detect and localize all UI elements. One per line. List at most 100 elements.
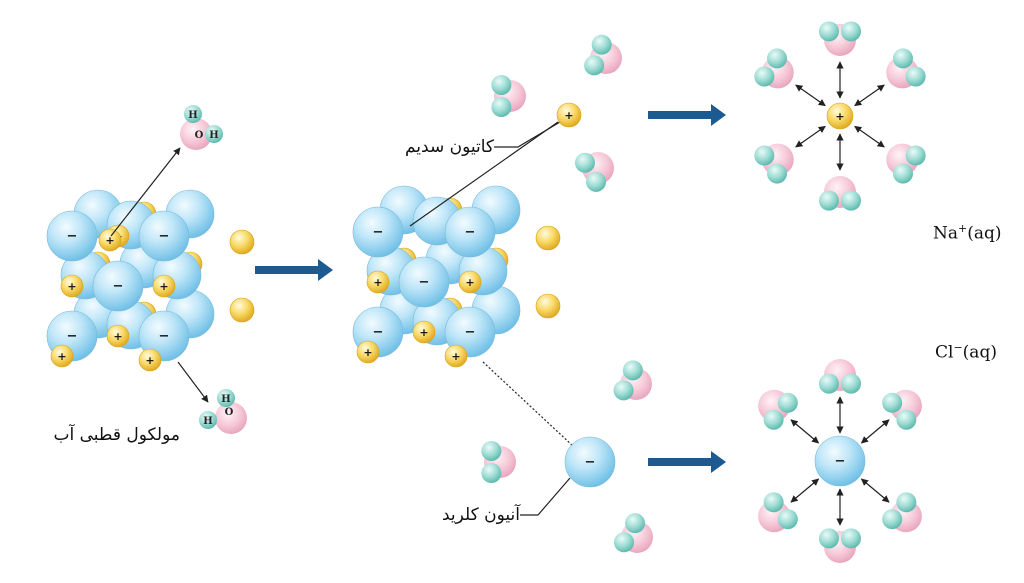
attraction-arrow <box>795 84 826 107</box>
water-attach-arrow-top <box>110 147 181 237</box>
water-molecule <box>818 359 862 394</box>
hydrogen-atom <box>896 492 917 513</box>
water-molecule <box>754 48 794 89</box>
hydrogen-atom <box>754 145 775 166</box>
sodium-ion <box>229 297 255 323</box>
chloride-ion <box>46 210 98 262</box>
hydrogen-atom <box>491 97 512 118</box>
sodium-ion <box>138 348 162 372</box>
water-molecule <box>491 74 526 118</box>
attraction-arrow <box>854 84 885 107</box>
hydrogen-atom <box>905 66 926 87</box>
sodium-ion <box>412 320 436 344</box>
anion-label-leader <box>520 477 571 516</box>
water-molecule <box>758 389 798 430</box>
water-molecule <box>886 48 926 89</box>
hydrogen-atom <box>184 105 202 123</box>
water-molecule-label: مولکول قطبی آب <box>53 425 181 445</box>
cation-sign: + <box>465 276 474 289</box>
cation-leave-line <box>409 121 559 227</box>
oxygen-atom <box>215 402 247 434</box>
hydrogen-atom <box>882 509 903 530</box>
sodium-ion <box>444 344 468 368</box>
process-arrow-2 <box>648 104 726 126</box>
anion-sign: − <box>113 279 124 294</box>
anion-sign: − <box>159 229 170 244</box>
hydrogen-atom <box>625 513 646 534</box>
hydrogen-atom <box>199 411 217 429</box>
water-molecule <box>886 143 926 184</box>
hydrogen-atom <box>896 409 917 430</box>
water-attach-arrow-bottom <box>177 361 209 403</box>
cl-charge: − <box>953 341 963 354</box>
hydrogen-atom <box>841 528 862 549</box>
atom-symbol: H <box>221 394 230 405</box>
sodium-ion <box>60 274 84 298</box>
attraction-arrow <box>854 125 885 148</box>
cation-sign: + <box>564 109 573 122</box>
cation-sign: + <box>105 234 114 247</box>
chloride-ion <box>138 210 190 262</box>
chloride-ion <box>444 206 496 258</box>
cation-sign: + <box>145 354 154 367</box>
hydrogen-atom <box>841 190 862 211</box>
anion-sign: − <box>835 454 846 469</box>
attraction-arrow <box>790 419 820 444</box>
cation-sign: + <box>159 280 168 293</box>
water-molecule <box>614 513 653 553</box>
water-molecule <box>882 492 922 533</box>
hydrogen-atom <box>818 373 839 394</box>
hydrogen-atom <box>777 392 798 413</box>
hydrogen-atom <box>614 532 635 553</box>
hydrogen-atom <box>481 463 502 484</box>
na-symbol: Na <box>933 223 959 244</box>
hydrogen-atom <box>892 163 913 184</box>
hydrated-chloride-ion: − <box>758 359 922 563</box>
chloride-ion <box>138 310 190 362</box>
anion-sign: − <box>67 229 78 244</box>
water-molecule <box>481 440 516 484</box>
chloride-ion <box>564 436 616 488</box>
hydrogen-atom <box>591 34 612 55</box>
cation-sign: + <box>835 110 844 123</box>
atom-symbol: O <box>195 130 204 141</box>
hydrogen-atom <box>882 392 903 413</box>
na-state: (aq) <box>967 223 1002 244</box>
water-molecule <box>882 389 922 430</box>
nacl-crystal: −−−−−+++++++ <box>46 189 255 372</box>
attraction-arrow <box>860 478 890 503</box>
cation-sign: + <box>67 280 76 293</box>
hydrogen-atom <box>217 389 235 407</box>
hydrogen-atom <box>584 55 605 76</box>
pointer-lines <box>110 121 575 516</box>
attraction-arrow <box>790 478 820 503</box>
cation-sign: + <box>419 326 428 339</box>
sodium-ion <box>356 340 380 364</box>
water-molecule <box>584 34 622 76</box>
water-molecule <box>818 21 862 56</box>
cl-symbol: Cl <box>935 342 954 363</box>
sodium-ion <box>535 225 561 251</box>
sodium-ion <box>106 324 130 348</box>
sodium-ion <box>366 270 390 294</box>
hydrogen-atom <box>586 171 607 192</box>
hydrogen-atom <box>905 145 926 166</box>
hydrogen-atom <box>777 509 798 530</box>
atom-symbol: H <box>209 130 218 141</box>
hydrogen-atom <box>575 152 596 173</box>
hydrogen-atom <box>613 380 634 401</box>
cation-sign: + <box>451 350 460 363</box>
chloride-anion-label: آنیون کلرید <box>441 505 520 525</box>
hydrogen-atom <box>754 66 775 87</box>
cl-aq-label: Cl−(aq) <box>935 341 997 363</box>
chloride-ion <box>398 256 450 308</box>
hydrogen-atom <box>767 48 788 69</box>
anion-leave-line <box>482 361 575 448</box>
hydrogen-atom <box>818 528 839 549</box>
sodium-ion <box>152 274 176 298</box>
attraction-arrow <box>795 125 826 148</box>
process-arrow-1 <box>255 259 333 281</box>
hydrogen-atom <box>481 440 502 461</box>
hydrated-sodium-ion: + <box>754 21 926 211</box>
